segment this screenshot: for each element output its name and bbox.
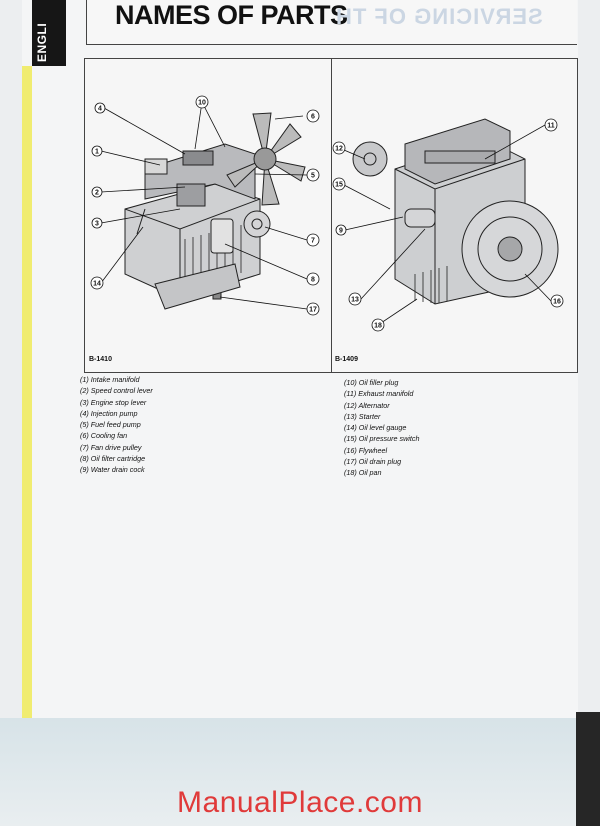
- title-box: NAMES OF PARTS SERVICING OF TH: [86, 0, 577, 45]
- callout-10: 10: [198, 100, 206, 107]
- right-figure-code: B-1409: [335, 356, 358, 363]
- legend-item: (7) Fan drive pulley: [80, 442, 142, 452]
- legend-item: (6) Cooling fan: [80, 431, 128, 441]
- callout-16: 16: [553, 299, 561, 306]
- legend-item: (4) Injection pump: [80, 408, 138, 418]
- legend-item: (14) Oil level gauge: [344, 423, 407, 433]
- left-callouts: 4 10 6 1 5 2 3 7 8 14 17: [90, 95, 320, 316]
- language-tab-label: ENGLI: [35, 22, 49, 62]
- legend-item: (5) Fuel feed pump: [80, 420, 141, 430]
- legend-item: (2) Speed control lever: [80, 386, 153, 396]
- legend-item: (11) Exhaust manifold: [344, 389, 414, 399]
- legend-item: (3) Engine stop lever: [80, 397, 147, 407]
- bleed-through-text: SERVICING OF TH: [335, 4, 543, 29]
- callout-14: 14: [93, 281, 101, 288]
- page-title: NAMES OF PARTS: [115, 0, 348, 30]
- callout-12: 12: [335, 146, 343, 153]
- engine-illustration: 4 10 6 1 5 2 3 7 8 14 17: [90, 95, 564, 332]
- language-tab: ENGLI: [32, 0, 66, 66]
- left-figure-code: B-1410: [89, 356, 112, 363]
- callout-3: 3: [95, 221, 99, 228]
- callout-7: 7: [311, 238, 315, 245]
- callout-2: 2: [95, 190, 99, 197]
- callout-6: 6: [311, 114, 315, 121]
- callout-8: 8: [311, 277, 315, 284]
- right-engine-drawing: [352, 118, 559, 305]
- callout-11: 11: [547, 123, 555, 130]
- right-leader-lines: [343, 124, 552, 326]
- figure-divider: [331, 59, 332, 372]
- callout-18: 18: [374, 323, 382, 330]
- callout-17: 17: [309, 307, 317, 314]
- legend-item: (12) Alternator: [344, 400, 390, 410]
- legend-item: (16) Flywheel: [344, 445, 388, 455]
- legend-item: (10) Oil filler plug: [344, 378, 399, 387]
- right-callouts: 11 12 15 9 13 16 18: [332, 118, 564, 332]
- scan-background: [0, 718, 600, 826]
- legend-item: (9) Water drain cock: [80, 465, 145, 475]
- callout-15: 15: [335, 182, 343, 189]
- left-leader-lines: [100, 101, 308, 310]
- left-engine-drawing: [124, 112, 306, 310]
- callout-5: 5: [311, 173, 315, 180]
- legend-item: (18) Oil pan: [344, 468, 382, 478]
- callout-13: 13: [351, 297, 359, 304]
- legend-item: (17) Oil drain plug: [344, 457, 402, 467]
- legend-item: (13) Starter: [344, 411, 381, 421]
- parts-legend-left: (1) Intake manifold (2) Speed control le…: [80, 374, 153, 476]
- callout-1: 1: [95, 149, 99, 156]
- engine-figure: 4 10 6 1 5 2 3 7 8 14 17: [84, 58, 578, 373]
- callout-9: 9: [339, 228, 343, 235]
- watermark-text: ManualPlace.com: [177, 786, 423, 819]
- legend-item: (15) Oil pressure switch: [344, 434, 420, 444]
- page-edge-strip: [22, 66, 32, 718]
- parts-legend-right: (10) Oil filler plug (11) Exhaust manifo…: [344, 377, 420, 479]
- callout-4: 4: [98, 106, 102, 113]
- legend-item: (1) Intake manifold: [80, 375, 140, 384]
- legend-item: (8) Oil filter cartridge: [80, 454, 146, 464]
- page-shadow-edge: [576, 712, 600, 826]
